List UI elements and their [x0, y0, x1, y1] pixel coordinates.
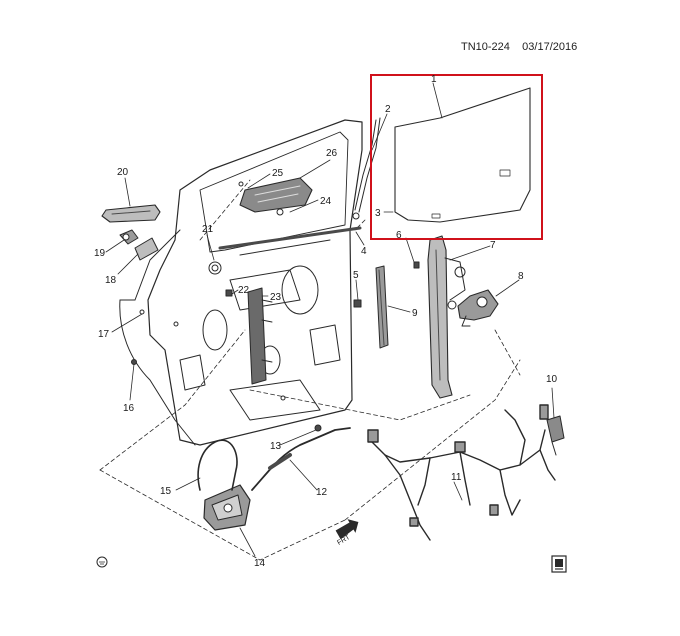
- outside-handle: [101, 204, 161, 223]
- lock-rod-bracket: [247, 287, 273, 385]
- latch-cable-outside: [251, 427, 351, 491]
- callout-3: 3: [375, 208, 381, 219]
- window-glass: [394, 87, 531, 223]
- callout-22: 22: [238, 285, 250, 296]
- callout-25: 25: [272, 168, 284, 179]
- front-arrow-icon: FRT: [335, 519, 359, 547]
- door-module-connector: [546, 415, 565, 456]
- door-latch: [203, 484, 251, 531]
- callout-23: 23: [270, 292, 282, 303]
- ground-symbol-icon: [96, 556, 108, 568]
- fasteners: [131, 261, 420, 432]
- callout-11: 11: [451, 472, 462, 483]
- callout-21: 21: [202, 224, 214, 235]
- callout-12: 12: [316, 487, 328, 498]
- window-channel: [375, 265, 389, 349]
- callout-6: 6: [396, 230, 402, 241]
- callout-7: 7: [490, 240, 496, 251]
- callout-14: 14: [254, 558, 266, 569]
- callout-numbers: 1 2 3 4 5 6 7 8 9 10 11 12 13 14 15 16 1…: [94, 74, 558, 569]
- assembly-dashed-boundary: [99, 179, 521, 561]
- handle-bracket: [119, 229, 159, 261]
- inside-handle-assembly: [238, 177, 313, 216]
- latch-cable-inside: [197, 439, 238, 491]
- callout-9: 9: [412, 308, 418, 319]
- callout-8: 8: [518, 271, 524, 282]
- highlight-frame: [370, 74, 543, 240]
- callout-10: 10: [546, 374, 558, 385]
- callout-15: 15: [160, 486, 172, 497]
- callout-17: 17: [98, 329, 110, 340]
- callout-2: 2: [385, 104, 391, 115]
- callout-24: 24: [320, 196, 332, 207]
- belt-trim-strip: [218, 226, 362, 250]
- window-motor: [457, 289, 499, 327]
- callout-18: 18: [105, 275, 117, 286]
- callout-16: 16: [123, 403, 135, 414]
- callout-26: 26: [326, 148, 338, 159]
- callout-19: 19: [94, 248, 106, 259]
- callout-leaders: [105, 82, 555, 557]
- callout-4: 4: [361, 246, 367, 257]
- callout-5: 5: [353, 270, 359, 281]
- callout-13: 13: [270, 441, 282, 452]
- door-inner-panel: [119, 119, 363, 446]
- wiring-harness: [367, 404, 556, 541]
- callout-1: 1: [431, 74, 437, 85]
- callout-20: 20: [117, 167, 129, 178]
- diagram-date: 03/17/2016: [522, 41, 578, 53]
- diagram-header: TN10-224 03/17/2016: [461, 41, 577, 53]
- diagram-code: TN10-224: [461, 41, 510, 53]
- gm-logo-icon: [551, 555, 567, 573]
- glass-run-channel: [354, 117, 381, 213]
- window-regulator: [427, 235, 466, 399]
